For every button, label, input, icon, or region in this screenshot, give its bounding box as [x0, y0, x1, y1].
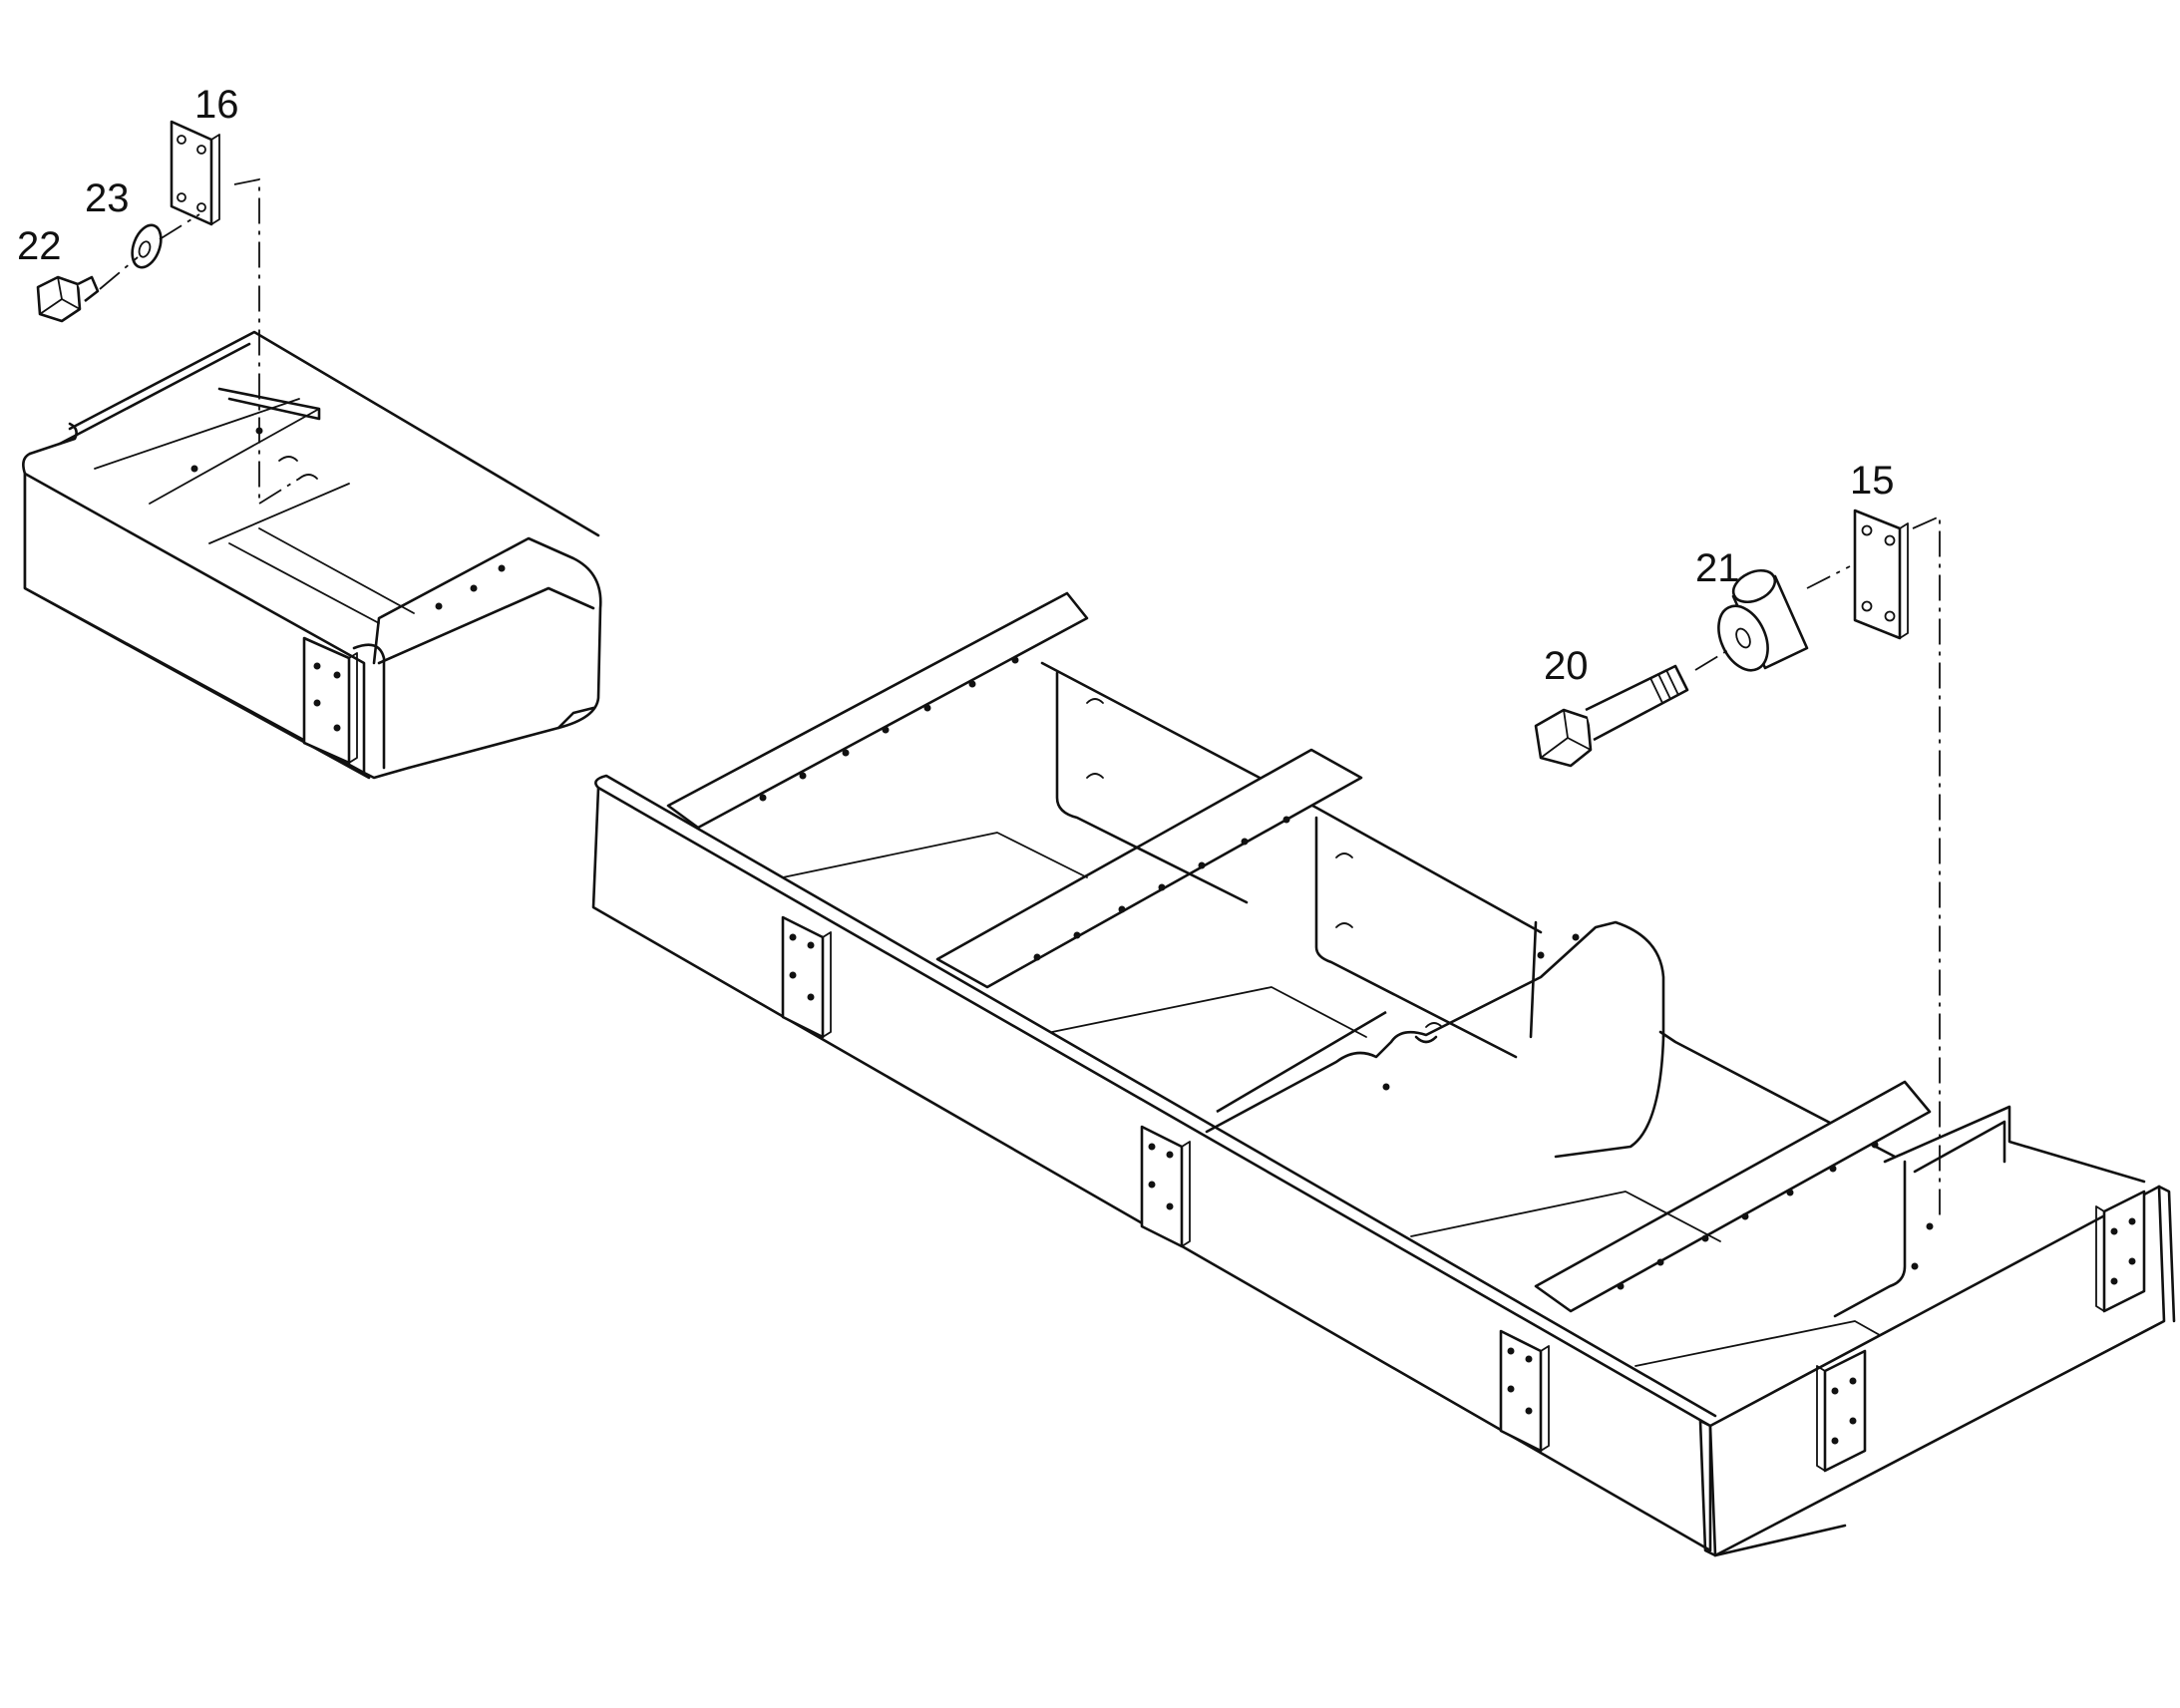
wear-pad-4 [1816, 1349, 1867, 1473]
callout-labels: 16 23 22 15 21 20 [17, 83, 1895, 688]
bolt-20 [1534, 664, 1689, 768]
flange-holes [759, 656, 1879, 1290]
callout-20: 20 [1544, 644, 1589, 688]
spacer-21 [1717, 568, 1809, 672]
wear-pad-2 [1140, 1125, 1191, 1248]
wear-pad-5 [2095, 1190, 2146, 1313]
small-box-frame [22, 330, 602, 780]
callout-15: 15 [1850, 459, 1895, 503]
callout-21: 21 [1695, 546, 1740, 590]
wear-pad-3 [1499, 1329, 1550, 1453]
leader-lines-right [1694, 514, 1941, 1221]
bolt-22 [36, 275, 100, 323]
callout-23: 23 [85, 176, 130, 220]
plate-16 [170, 120, 220, 226]
wear-pads [781, 915, 2146, 1473]
large-frame [591, 591, 2176, 1557]
wear-pad-1 [781, 915, 832, 1039]
washer-23 [131, 223, 163, 269]
callout-16: 16 [194, 83, 239, 127]
plate-15 [1853, 509, 1909, 640]
leader-lines-left [99, 177, 300, 505]
callout-22: 22 [17, 224, 62, 268]
